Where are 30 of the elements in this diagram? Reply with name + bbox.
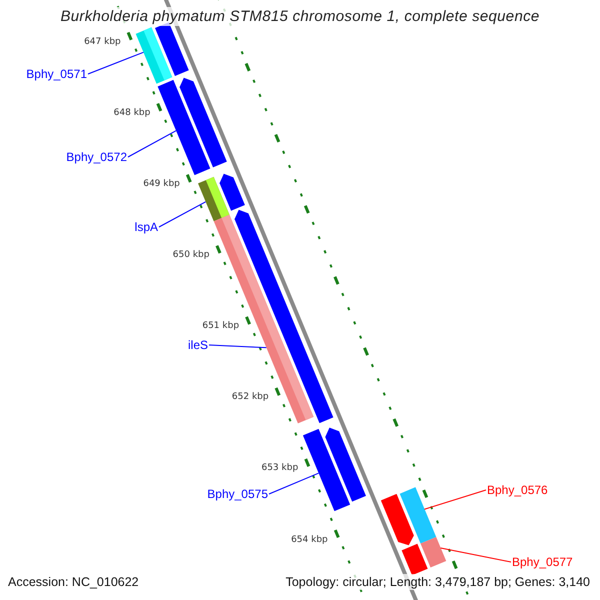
genome-summary-text: Topology: circular; Length: 3,479,187 bp; Genes: 3,140 [284, 574, 592, 590]
gene-feature [402, 544, 428, 576]
gene-label: Bphy_0576 [487, 483, 548, 497]
gene-feature [158, 80, 210, 176]
gene-feature [420, 537, 446, 568]
scale-label: 648 kbp [114, 108, 150, 120]
gene-feature [302, 428, 350, 512]
scale-label: 650 kbp [172, 250, 210, 262]
gene-label: ileS [188, 338, 208, 352]
gene-label: Bphy_0577 [512, 555, 573, 569]
accession-text: Accession: NC_010622 [6, 574, 141, 590]
gene-label: Bphy_0572 [66, 150, 127, 164]
scale-label: 647 kbp [84, 37, 121, 48]
gene-feature [400, 487, 436, 544]
leader-line [128, 130, 177, 158]
leader-line [424, 490, 486, 510]
leader-line [158, 201, 206, 228]
scale-label: 654 kbp [291, 534, 328, 546]
scale-label: 653 kbp [261, 463, 298, 474]
gene-feature [380, 494, 414, 546]
gene-label: Bphy_0575 [207, 487, 268, 501]
leader-line [440, 547, 512, 562]
gene-label: lspA [134, 220, 158, 234]
gene-feature [220, 174, 245, 211]
gene-label: Bphy_0571 [26, 67, 87, 81]
gene-feature [180, 78, 227, 168]
scale-label: 652 kbp [232, 392, 269, 404]
scale-label: 649 kbp [143, 179, 180, 190]
scale-label: 651 kbp [202, 321, 240, 332]
gene-feature [325, 428, 366, 502]
